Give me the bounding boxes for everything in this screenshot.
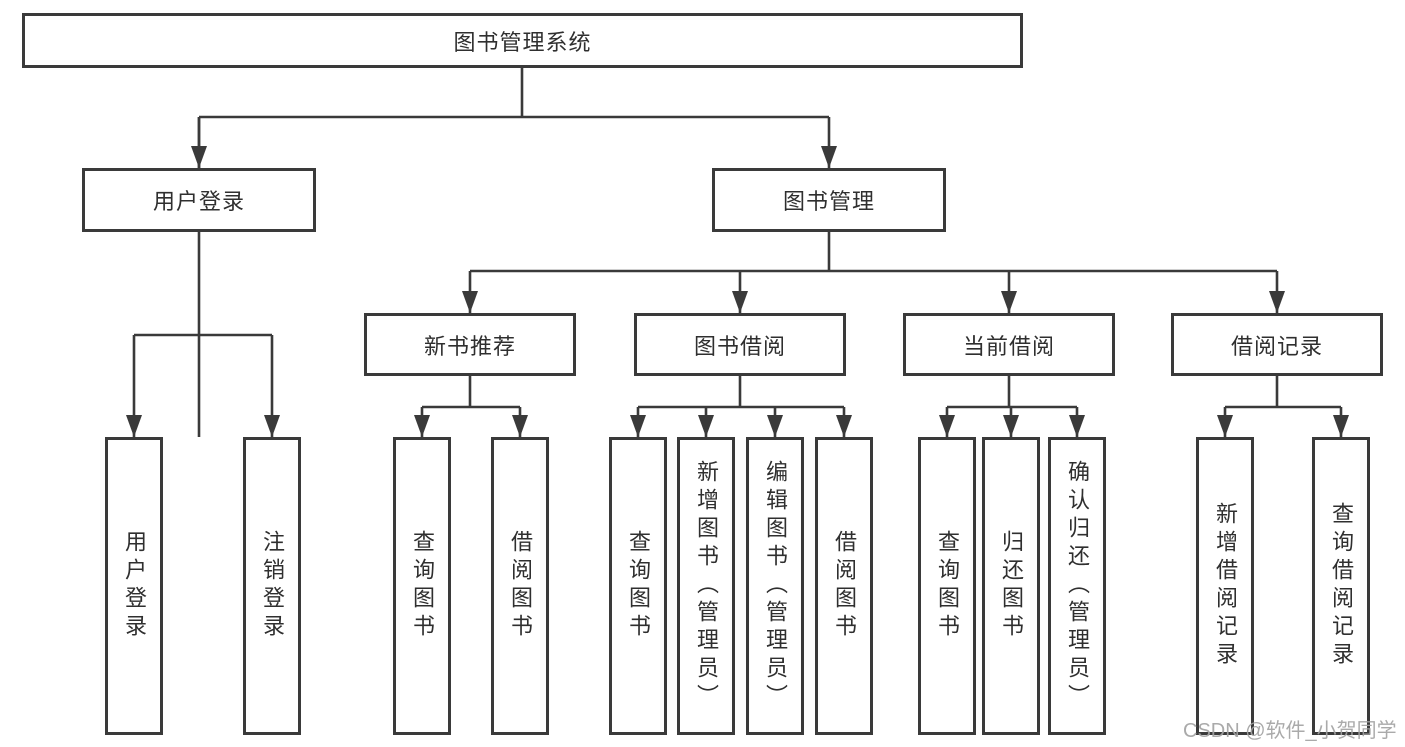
leaf-confirm-return-admin: 确认归还（管理员） bbox=[1048, 437, 1106, 735]
leaf-borrow-books-recommend: 借阅图书 bbox=[491, 437, 549, 735]
leaf-return-books: 归还图书 bbox=[982, 437, 1040, 735]
node-library-management-system-label: 图书管理系统 bbox=[453, 29, 592, 55]
node-new-book-recommendation-label: 新书推荐 bbox=[423, 333, 516, 359]
leaf-borrow-books-label: 借阅图书 bbox=[832, 530, 857, 642]
leaf-logout: 注销登录 bbox=[243, 437, 301, 735]
node-book-borrowing: 图书借阅 bbox=[634, 313, 846, 376]
leaf-edit-books-admin-label: 编辑图书（管理员） bbox=[763, 460, 788, 712]
leaf-add-borrow-record-label: 新增借阅记录 bbox=[1213, 502, 1238, 670]
leaf-add-borrow-record: 新增借阅记录 bbox=[1196, 437, 1254, 735]
leaf-user-login: 用户登录 bbox=[105, 437, 163, 735]
leaf-query-books-recommend: 查询图书 bbox=[393, 437, 451, 735]
leaf-query-books-current: 查询图书 bbox=[918, 437, 976, 735]
leaf-logout-label: 注销登录 bbox=[260, 530, 285, 642]
leaf-add-books-admin: 新增图书（管理员） bbox=[677, 437, 735, 735]
leaf-query-books-current-label: 查询图书 bbox=[935, 530, 960, 642]
leaf-borrow-books-recommend-label: 借阅图书 bbox=[508, 530, 533, 642]
node-borrowing-records: 借阅记录 bbox=[1171, 313, 1383, 376]
leaf-query-borrow-record-label: 查询借阅记录 bbox=[1329, 502, 1354, 670]
node-user-login: 用户登录 bbox=[82, 168, 316, 232]
leaf-query-books-recommend-label: 查询图书 bbox=[410, 530, 435, 642]
node-borrowing-records-label: 借阅记录 bbox=[1230, 333, 1323, 359]
leaf-return-books-label: 归还图书 bbox=[999, 530, 1024, 642]
leaf-borrow-books: 借阅图书 bbox=[815, 437, 873, 735]
arrowheads bbox=[126, 146, 1349, 437]
node-book-management-label: 图书管理 bbox=[782, 189, 875, 214]
node-current-borrowing: 当前借阅 bbox=[903, 313, 1115, 376]
leaf-query-borrow-record: 查询借阅记录 bbox=[1312, 437, 1370, 735]
leaf-confirm-return-admin-label: 确认归还（管理员） bbox=[1065, 460, 1090, 712]
csdn-watermark: CSDN @软件_小贺同学 bbox=[1183, 720, 1397, 742]
node-book-management: 图书管理 bbox=[712, 168, 946, 232]
node-user-login-label: 用户登录 bbox=[152, 189, 245, 214]
leaf-edit-books-admin: 编辑图书（管理员） bbox=[746, 437, 804, 735]
node-new-book-recommendation: 新书推荐 bbox=[364, 313, 576, 376]
node-current-borrowing-label: 当前借阅 bbox=[962, 333, 1055, 359]
node-library-management-system: 图书管理系统 bbox=[22, 13, 1023, 68]
leaf-add-books-admin-label: 新增图书（管理员） bbox=[694, 460, 719, 712]
leaf-query-books-borrowing-label: 查询图书 bbox=[626, 530, 651, 642]
node-book-borrowing-label: 图书借阅 bbox=[693, 333, 786, 359]
leaf-user-login-label: 用户登录 bbox=[122, 530, 147, 642]
leaf-query-books-borrowing: 查询图书 bbox=[609, 437, 667, 735]
